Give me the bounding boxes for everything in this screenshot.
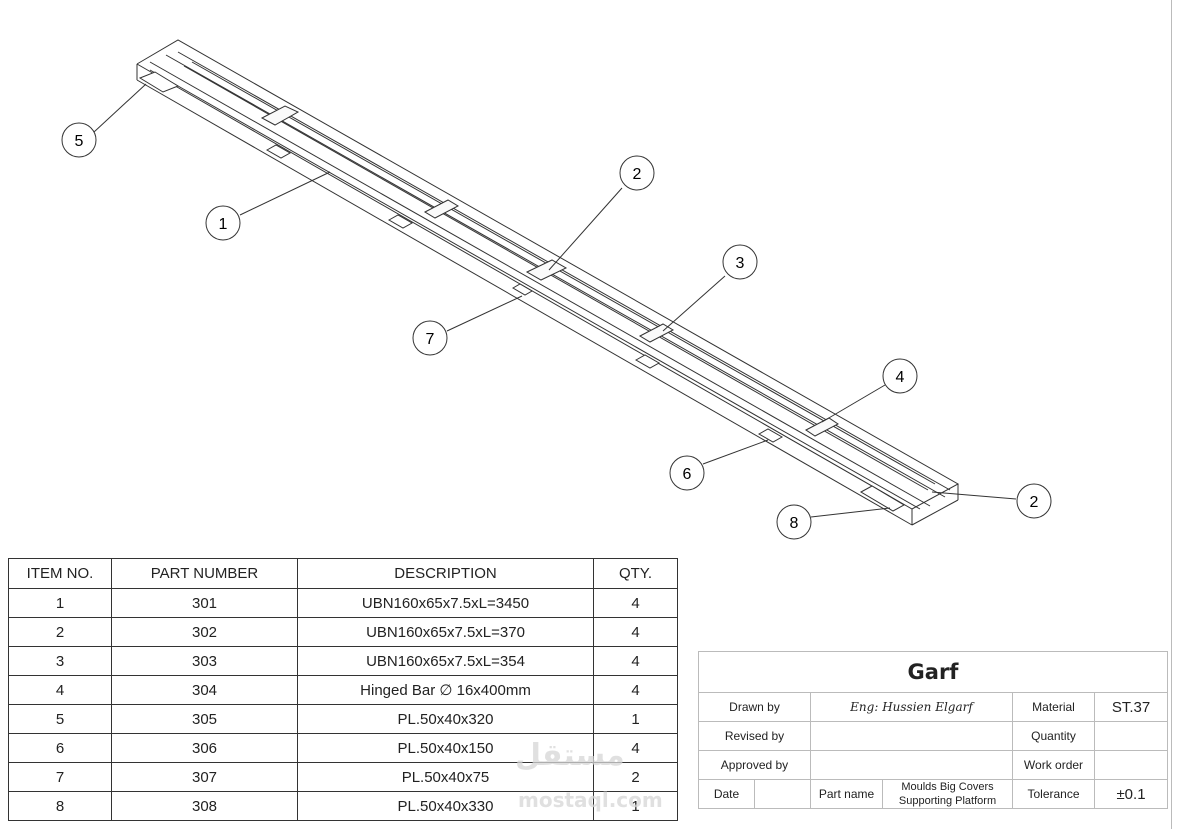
table-row: 3 303 UBN160x65x7.5xL=354 4 xyxy=(8,646,678,676)
table-row: 6 306 PL.50x40x150 4 xyxy=(8,733,678,763)
balloon-label: 1 xyxy=(219,216,228,233)
balloon-5: 5 xyxy=(61,122,97,158)
cell-qty: 4 xyxy=(593,617,678,647)
cell-item: 4 xyxy=(8,675,112,705)
leader-lines xyxy=(93,83,1017,518)
frame-outline xyxy=(136,39,960,526)
material-label: Material xyxy=(1012,692,1095,722)
balloon-8: 8 xyxy=(776,504,812,540)
cell-desc: PL.50x40x150 xyxy=(297,733,594,763)
header-item-no: ITEM NO. xyxy=(8,558,112,589)
balloon-label: 2 xyxy=(633,166,642,183)
work-order-label: Work order xyxy=(1012,750,1095,780)
material-value: ST.37 xyxy=(1094,692,1168,722)
work-order-value xyxy=(1094,750,1168,780)
cell-qty: 4 xyxy=(593,646,678,676)
cell-desc: PL.50x40x330 xyxy=(297,791,594,821)
part-name-label: Part name xyxy=(810,779,883,809)
cell-desc: PL.50x40x75 xyxy=(297,762,594,792)
balloon-1: 1 xyxy=(205,205,241,241)
cell-desc: UBN160x65x7.5xL=3450 xyxy=(297,588,594,618)
header-qty: QTY. xyxy=(593,558,678,589)
cell-item: 2 xyxy=(8,617,112,647)
balloon-7: 7 xyxy=(412,320,448,356)
revised-by-label: Revised by xyxy=(698,721,811,751)
title-block: Garf Drawn by Eng: Hussien Elgarf Materi… xyxy=(698,651,1168,809)
balloon-label: 3 xyxy=(736,255,745,272)
table-row: 5 305 PL.50x40x320 1 xyxy=(8,704,678,734)
drawn-by-label: Drawn by xyxy=(698,692,811,722)
drawing-title: Garf xyxy=(698,651,1168,693)
cell-part: 305 xyxy=(111,704,298,734)
balloon-3: 3 xyxy=(722,244,758,280)
cell-item: 8 xyxy=(8,791,112,821)
balloon-label: 7 xyxy=(426,331,435,348)
cell-item: 1 xyxy=(8,588,112,618)
cell-part: 307 xyxy=(111,762,298,792)
balloon-6: 6 xyxy=(669,455,705,491)
cell-desc: Hinged Bar ∅ 16x400mm xyxy=(297,675,594,705)
cell-item: 3 xyxy=(8,646,112,676)
balloon-label: 4 xyxy=(896,369,905,386)
cell-part: 301 xyxy=(111,588,298,618)
cell-part: 308 xyxy=(111,791,298,821)
balloon-label: 6 xyxy=(683,466,692,483)
cell-desc: UBN160x65x7.5xL=370 xyxy=(297,617,594,647)
cell-item: 5 xyxy=(8,704,112,734)
part-name-line-2: Supporting Platform xyxy=(898,795,997,807)
assembly-drawing: 5 1 2 3 7 4 6 2 xyxy=(61,39,1052,540)
balloon-2-bottom: 2 xyxy=(1016,483,1052,519)
watermark-latin: mostaql.com xyxy=(518,788,663,812)
watermark-arabic: مستقل xyxy=(515,738,625,773)
cell-qty: 4 xyxy=(593,733,678,763)
cell-desc: PL.50x40x320 xyxy=(297,704,594,734)
quantity-value xyxy=(1094,721,1168,751)
cross-members xyxy=(260,105,839,437)
balloon-2-top: 2 xyxy=(619,155,655,191)
date-label: Date xyxy=(698,779,755,809)
header-part-number: PART NUMBER xyxy=(111,558,298,589)
balloon-callouts: 5 1 2 3 7 4 6 2 xyxy=(61,122,1052,540)
bill-of-materials: ITEM NO. PART NUMBER DESCRIPTION QTY. 1 … xyxy=(8,558,678,821)
balloon-label: 5 xyxy=(75,133,84,150)
balloon-4: 4 xyxy=(882,358,918,394)
cell-part: 304 xyxy=(111,675,298,705)
balloon-label: 2 xyxy=(1030,494,1039,511)
cell-qty: 4 xyxy=(593,675,678,705)
cell-qty: 2 xyxy=(593,762,678,792)
tolerance-value: ±0.1 xyxy=(1094,779,1168,809)
part-name-line-1: Moulds Big Covers xyxy=(901,781,994,793)
cell-part: 306 xyxy=(111,733,298,763)
table-row: 2 302 UBN160x65x7.5xL=370 4 xyxy=(8,617,678,647)
cell-desc: UBN160x65x7.5xL=354 xyxy=(297,646,594,676)
cell-item: 6 xyxy=(8,733,112,763)
tolerance-label: Tolerance xyxy=(1012,779,1095,809)
cell-item: 7 xyxy=(8,762,112,792)
cell-qty: 1 xyxy=(593,791,678,821)
approved-by-label: Approved by xyxy=(698,750,811,780)
revised-by-value xyxy=(810,721,1013,751)
balloon-label: 8 xyxy=(790,515,799,532)
quantity-label: Quantity xyxy=(1012,721,1095,751)
cell-part: 302 xyxy=(111,617,298,647)
table-row: 7 307 PL.50x40x75 2 xyxy=(8,762,678,792)
part-name-value: Moulds Big Covers Supporting Platform xyxy=(882,779,1013,809)
date-value xyxy=(754,779,811,809)
sheet-border xyxy=(1171,0,1172,829)
cell-qty: 4 xyxy=(593,588,678,618)
approved-by-value xyxy=(810,750,1013,780)
plates xyxy=(138,71,906,512)
table-row: 4 304 Hinged Bar ∅ 16x400mm 4 xyxy=(8,675,678,705)
table-row: 8 308 PL.50x40x330 1 xyxy=(8,791,678,821)
drawn-by-value: Eng: Hussien Elgarf xyxy=(810,692,1013,722)
cell-qty: 1 xyxy=(593,704,678,734)
table-row: 1 301 UBN160x65x7.5xL=3450 4 xyxy=(8,588,678,618)
bom-header-row: ITEM NO. PART NUMBER DESCRIPTION QTY. xyxy=(8,558,678,589)
header-description: DESCRIPTION xyxy=(297,558,594,589)
cell-part: 303 xyxy=(111,646,298,676)
